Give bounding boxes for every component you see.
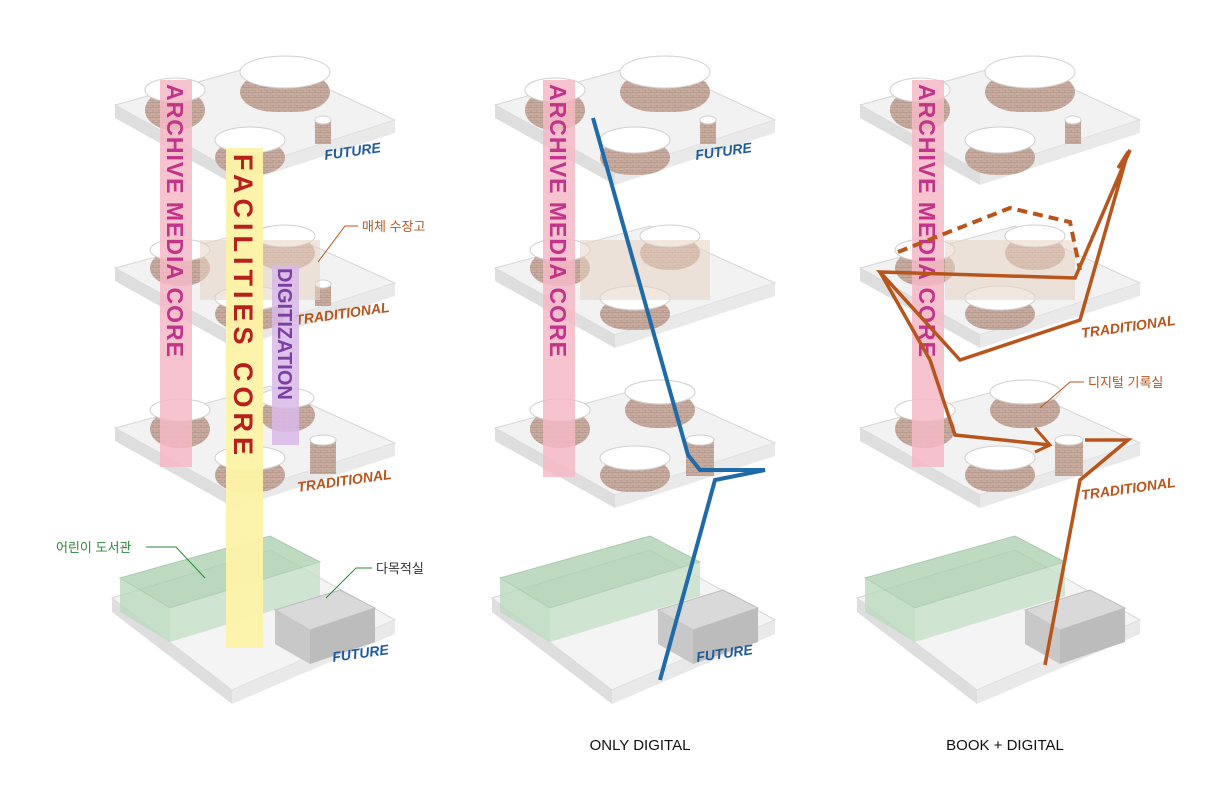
annotation-multipurpose-room: 다목적실 [325,561,424,599]
column-1: FUTURE TRADITIONAL [56,55,425,704]
floor-traditional-upper: TRADITIONAL [858,224,1176,348]
annotation-media-storage: 매체 수장고 [317,219,425,263]
facilities-core: FACILITIES CORE [226,148,263,648]
archive-media-core: ARCHIVE MEDIA CORE [160,80,192,467]
book-digital-path [875,149,1133,666]
digitization-label: DIGITIZATION [273,268,295,400]
column-caption: BOOK + DIGITAL [946,737,1064,754]
floor-middle-lower [493,379,777,508]
archive-core-label: ARCHIVE MEDIA CORE [914,84,940,358]
floor-ground: FUTURE [490,535,777,704]
annotation-multipurpose-room-label: 다목적실 [376,561,424,576]
archive-core-label: ARCHIVE MEDIA CORE [545,84,571,358]
floor-ground [855,535,1142,704]
floor-label: FUTURE [323,139,382,163]
floor-label: TRADITIONAL [1080,474,1176,503]
floor-middle-upper [493,224,777,348]
facilities-core-label: FACILITIES CORE [228,154,258,460]
floor-top [858,55,1142,185]
column-caption: ONLY DIGITAL [590,737,691,754]
floor-label: FUTURE [694,139,753,163]
column-2: FUTURE [490,55,777,754]
floor-traditional-lower: TRADITIONAL [858,379,1176,508]
floor-label: FUTURE [331,641,390,665]
archive-core-label: ARCHIVE MEDIA CORE [162,84,188,358]
annotation-digital-records-label: 디지털 기록실 [1088,375,1163,390]
archive-media-core: ARCHIVE MEDIA CORE [543,80,575,477]
digital-path [591,117,766,681]
annotation-children-library-label: 어린이 도서관 [56,540,131,555]
digitization-core: DIGITIZATION [272,265,299,445]
floor-future-top: FUTURE [493,55,777,185]
floor-ground: FUTURE [110,535,397,704]
annotation-digital-records: 디지털 기록실 [1039,375,1163,409]
annotation-media-storage-label: 매체 수장고 [362,219,425,234]
annotation-children-library: 어린이 도서관 [56,540,206,579]
column-3: TRADITIONAL TRADITIONAL [855,55,1176,754]
floor-label: FUTURE [695,641,754,665]
floor-label: TRADITIONAL [1080,312,1176,341]
